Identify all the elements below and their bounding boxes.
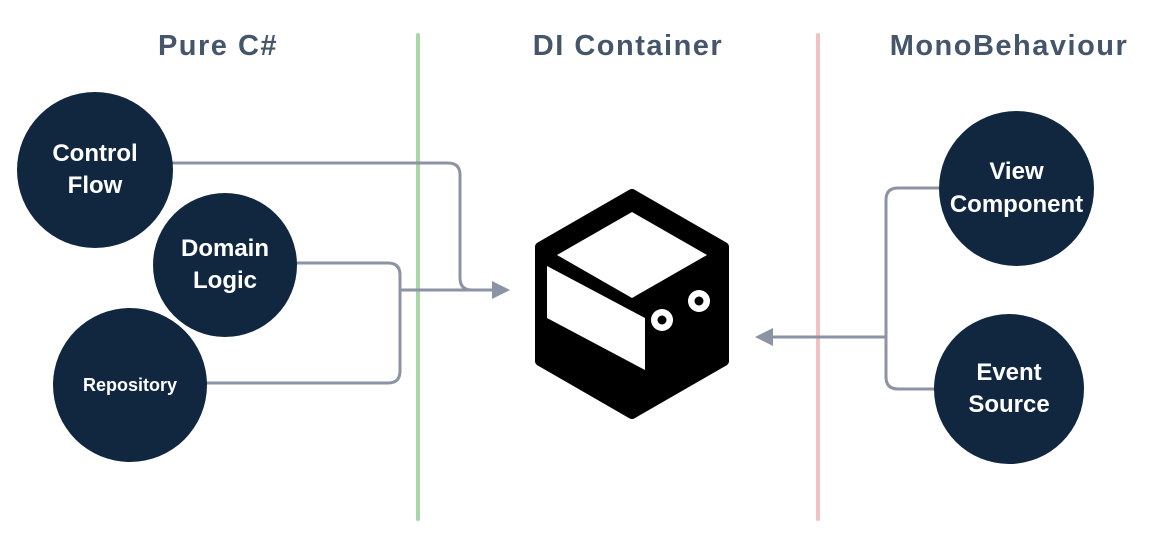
arrowhead-into-container-right [755,328,773,346]
node-domain-logic: Domain Logic [153,193,297,337]
container-front-face [547,266,645,370]
column-header-di-container: DI Container [532,30,724,62]
column-header-pure-csharp: Pure C# [157,30,279,62]
node-repository: Repository [53,308,207,462]
container-box-icon [535,189,729,419]
node-event-source: Event Source [934,314,1084,464]
container-eye-left-pupil [657,315,667,325]
divider-line-right [816,33,820,521]
connector-event-source [884,337,936,391]
container-eye-right-pupil [694,296,704,306]
node-label-line: Domain [180,234,269,262]
connector-view-component [884,186,940,337]
node-label-line: Repository [82,374,178,395]
node-control-flow: Control Flow [17,92,173,248]
node-label-line: Source [968,391,1050,418]
node-label-line: Flow [67,172,123,199]
connector-repository [206,290,402,385]
column-header-monobehaviour: MonoBehaviour [889,30,1129,62]
node-label-line: Control [52,139,138,167]
node-label-line: Event [976,358,1042,386]
node-label-line: Logic [193,267,257,294]
divider-line-left [416,33,420,521]
node-view-component: View Component [939,111,1094,266]
node-label-line: Component [949,190,1084,218]
container-lid-face [557,212,707,298]
connector-domain-logic [296,261,402,290]
arrowhead-into-container-left [492,281,510,299]
node-label-line: View [989,158,1044,186]
